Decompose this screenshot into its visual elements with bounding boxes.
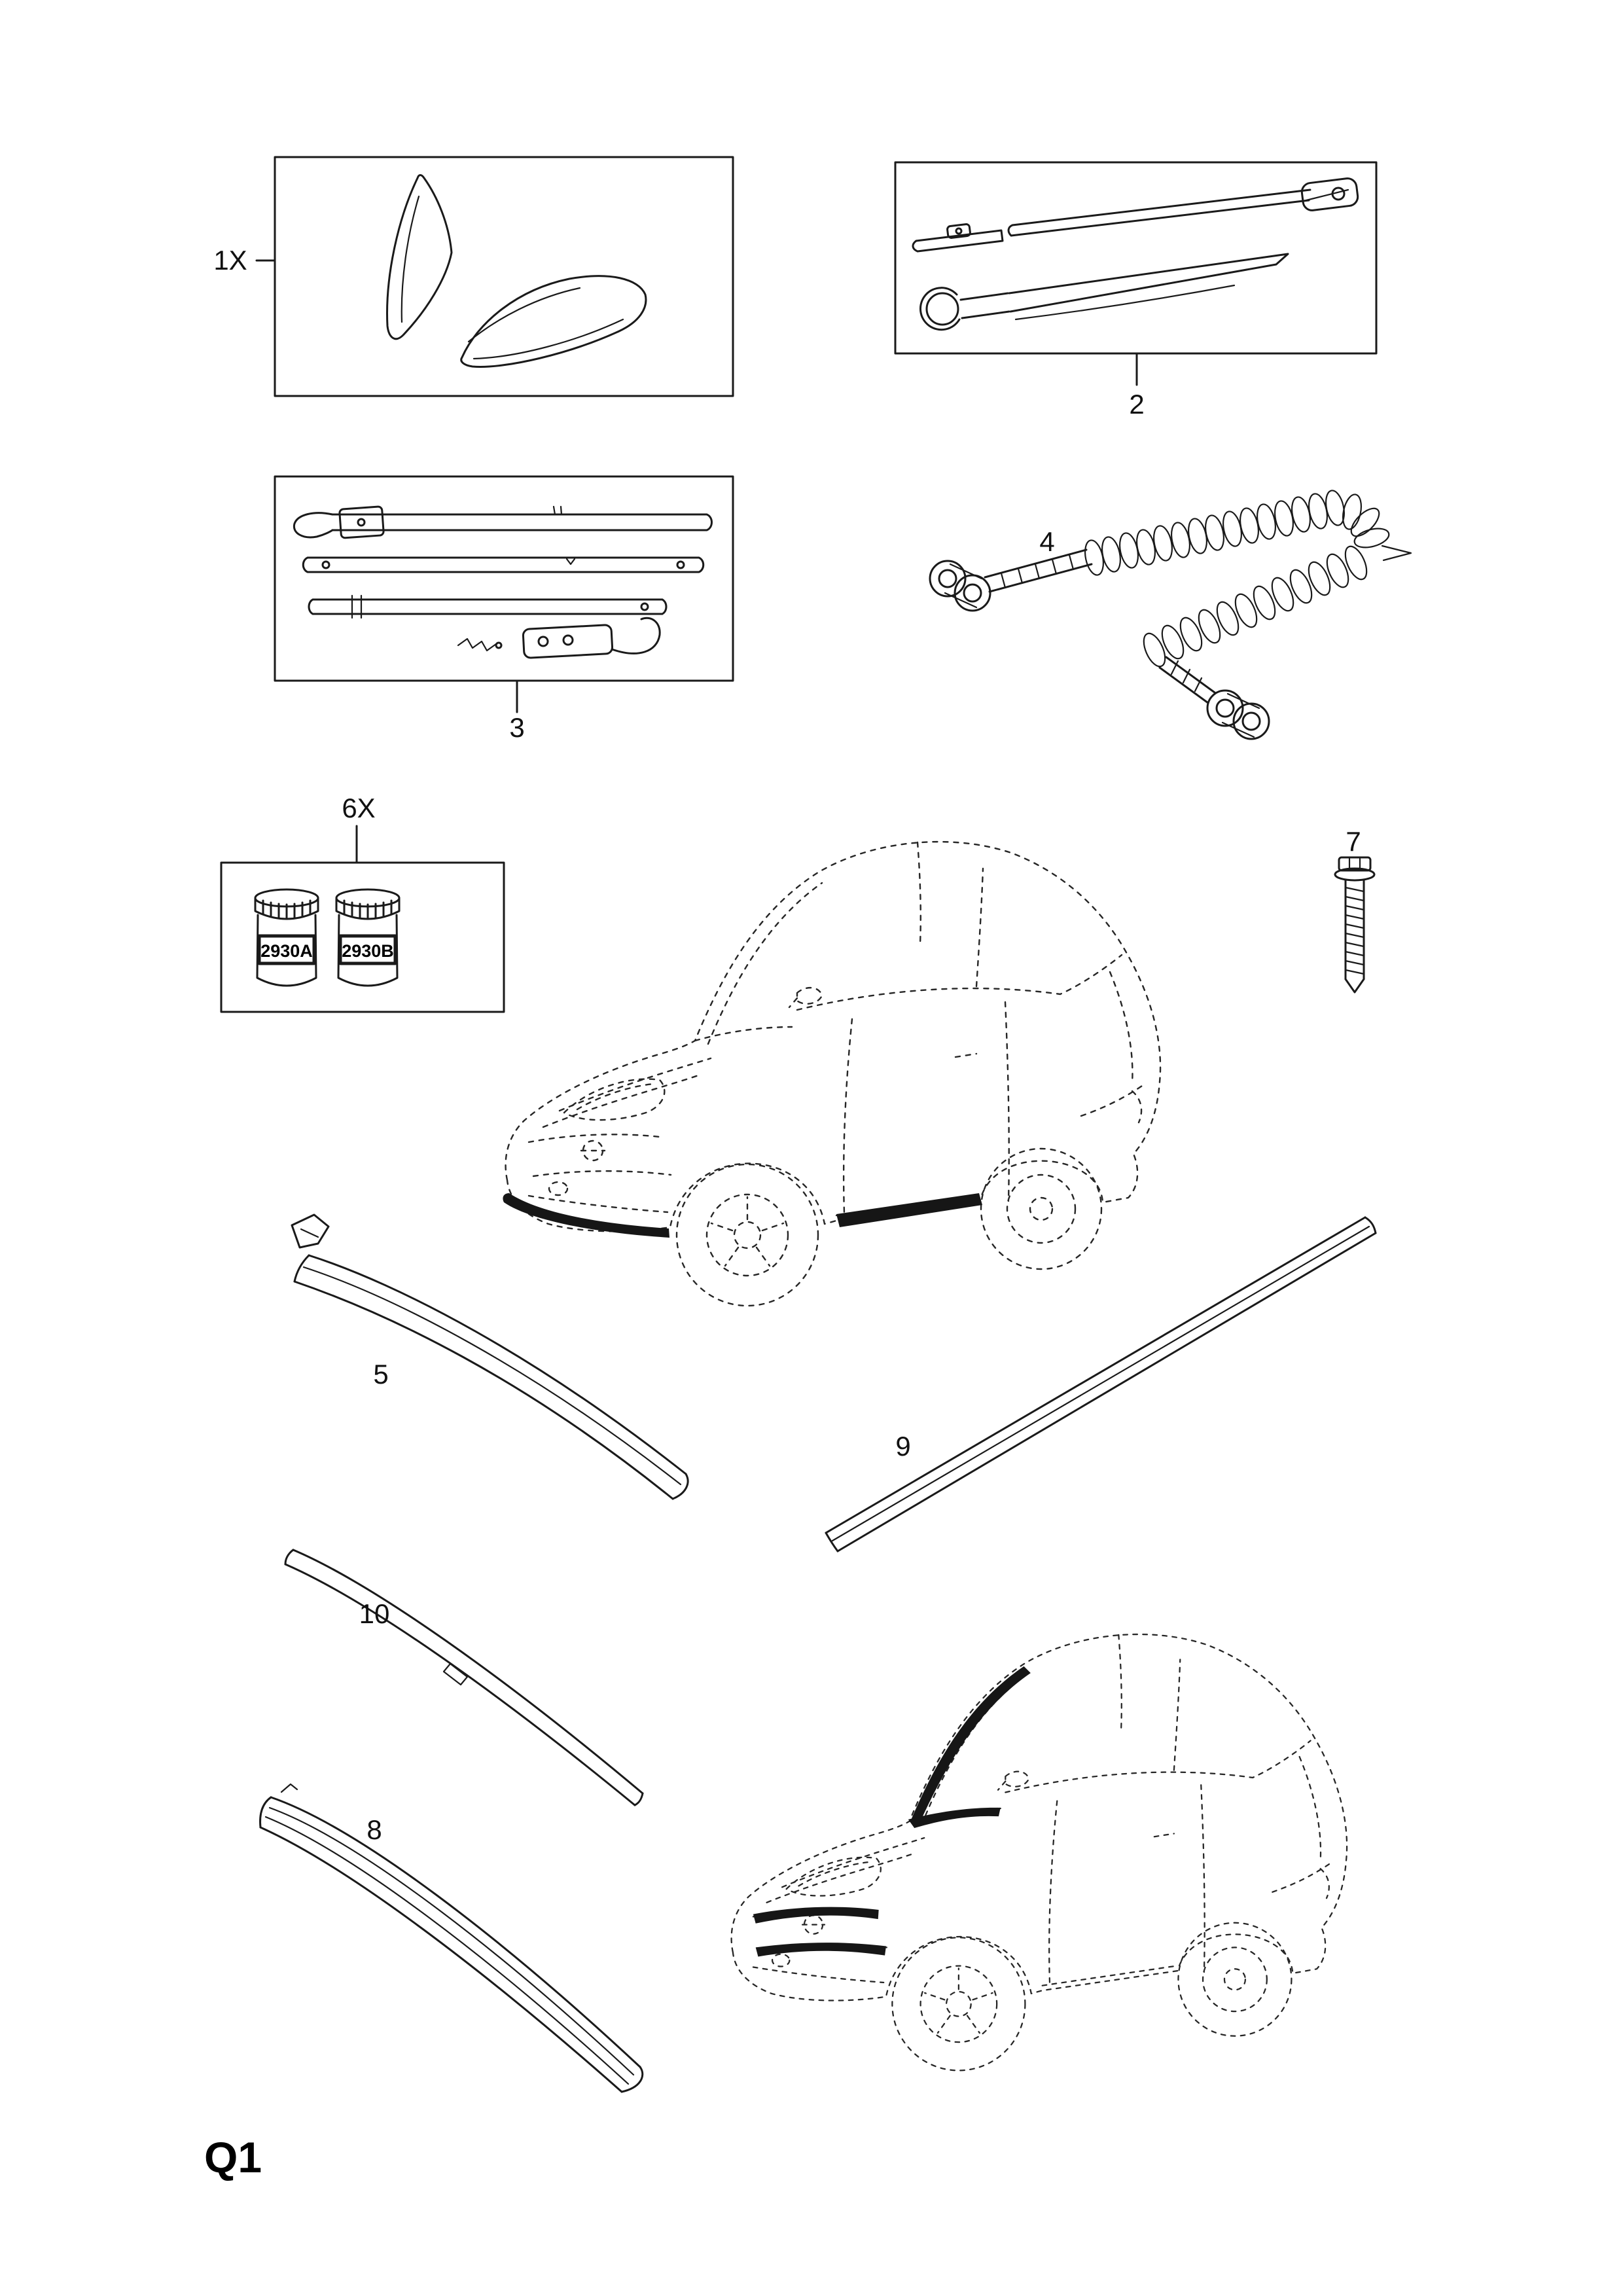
- part3-tube-kit-drawing: [293, 505, 713, 659]
- part6-touch-up-jars-drawing: [255, 889, 399, 986]
- callout-part8: 8: [366, 1814, 382, 1845]
- part7-screw-drawing: [1334, 856, 1376, 994]
- jar-b-code-label: 2930B: [342, 941, 394, 961]
- callout-part10: 10: [359, 1598, 390, 1629]
- callout-part2: 2: [1129, 389, 1145, 420]
- callout-part6-qty: 6X: [342, 793, 376, 823]
- part5-front-spoiler-drawing: [291, 1213, 689, 1500]
- coil-lower-run: [1139, 542, 1372, 671]
- a-pillar-accent: [910, 1666, 1031, 1824]
- callout-part1-qty: 1X: [213, 245, 247, 276]
- part9-sill-moulding-drawing: [825, 1216, 1377, 1552]
- part4-elastic-strap-drawing: [929, 488, 1412, 740]
- part1-deflector-pair-drawing: [386, 174, 647, 368]
- sheet-code: Q1: [204, 2133, 262, 2181]
- car-lower-dashed-drawing: [730, 1633, 1348, 2072]
- intake-accent: [755, 1943, 886, 1957]
- callout-part3: 3: [509, 712, 525, 743]
- callout-part7: 7: [1346, 826, 1361, 857]
- car-upper-dashed-drawing: [503, 840, 1162, 1307]
- grille-accent: [753, 1907, 879, 1924]
- part8-grille-trim-drawing: [259, 1783, 644, 2093]
- kit-box-frames: [220, 156, 1378, 1013]
- callout-part9: 9: [895, 1431, 911, 1462]
- sill-accent: [836, 1193, 982, 1227]
- callout-part4: 4: [1039, 526, 1055, 557]
- cowl-accent: [908, 1807, 1001, 1829]
- part2-arm-kit-drawing: [912, 177, 1359, 331]
- part10-spoiler-strip-drawing: [284, 1549, 644, 1806]
- coil-upper-run: [1081, 488, 1392, 578]
- callout-part5: 5: [373, 1359, 389, 1390]
- front-lip-accent: [503, 1193, 669, 1238]
- jar-a-code-label: 2930A: [260, 941, 313, 961]
